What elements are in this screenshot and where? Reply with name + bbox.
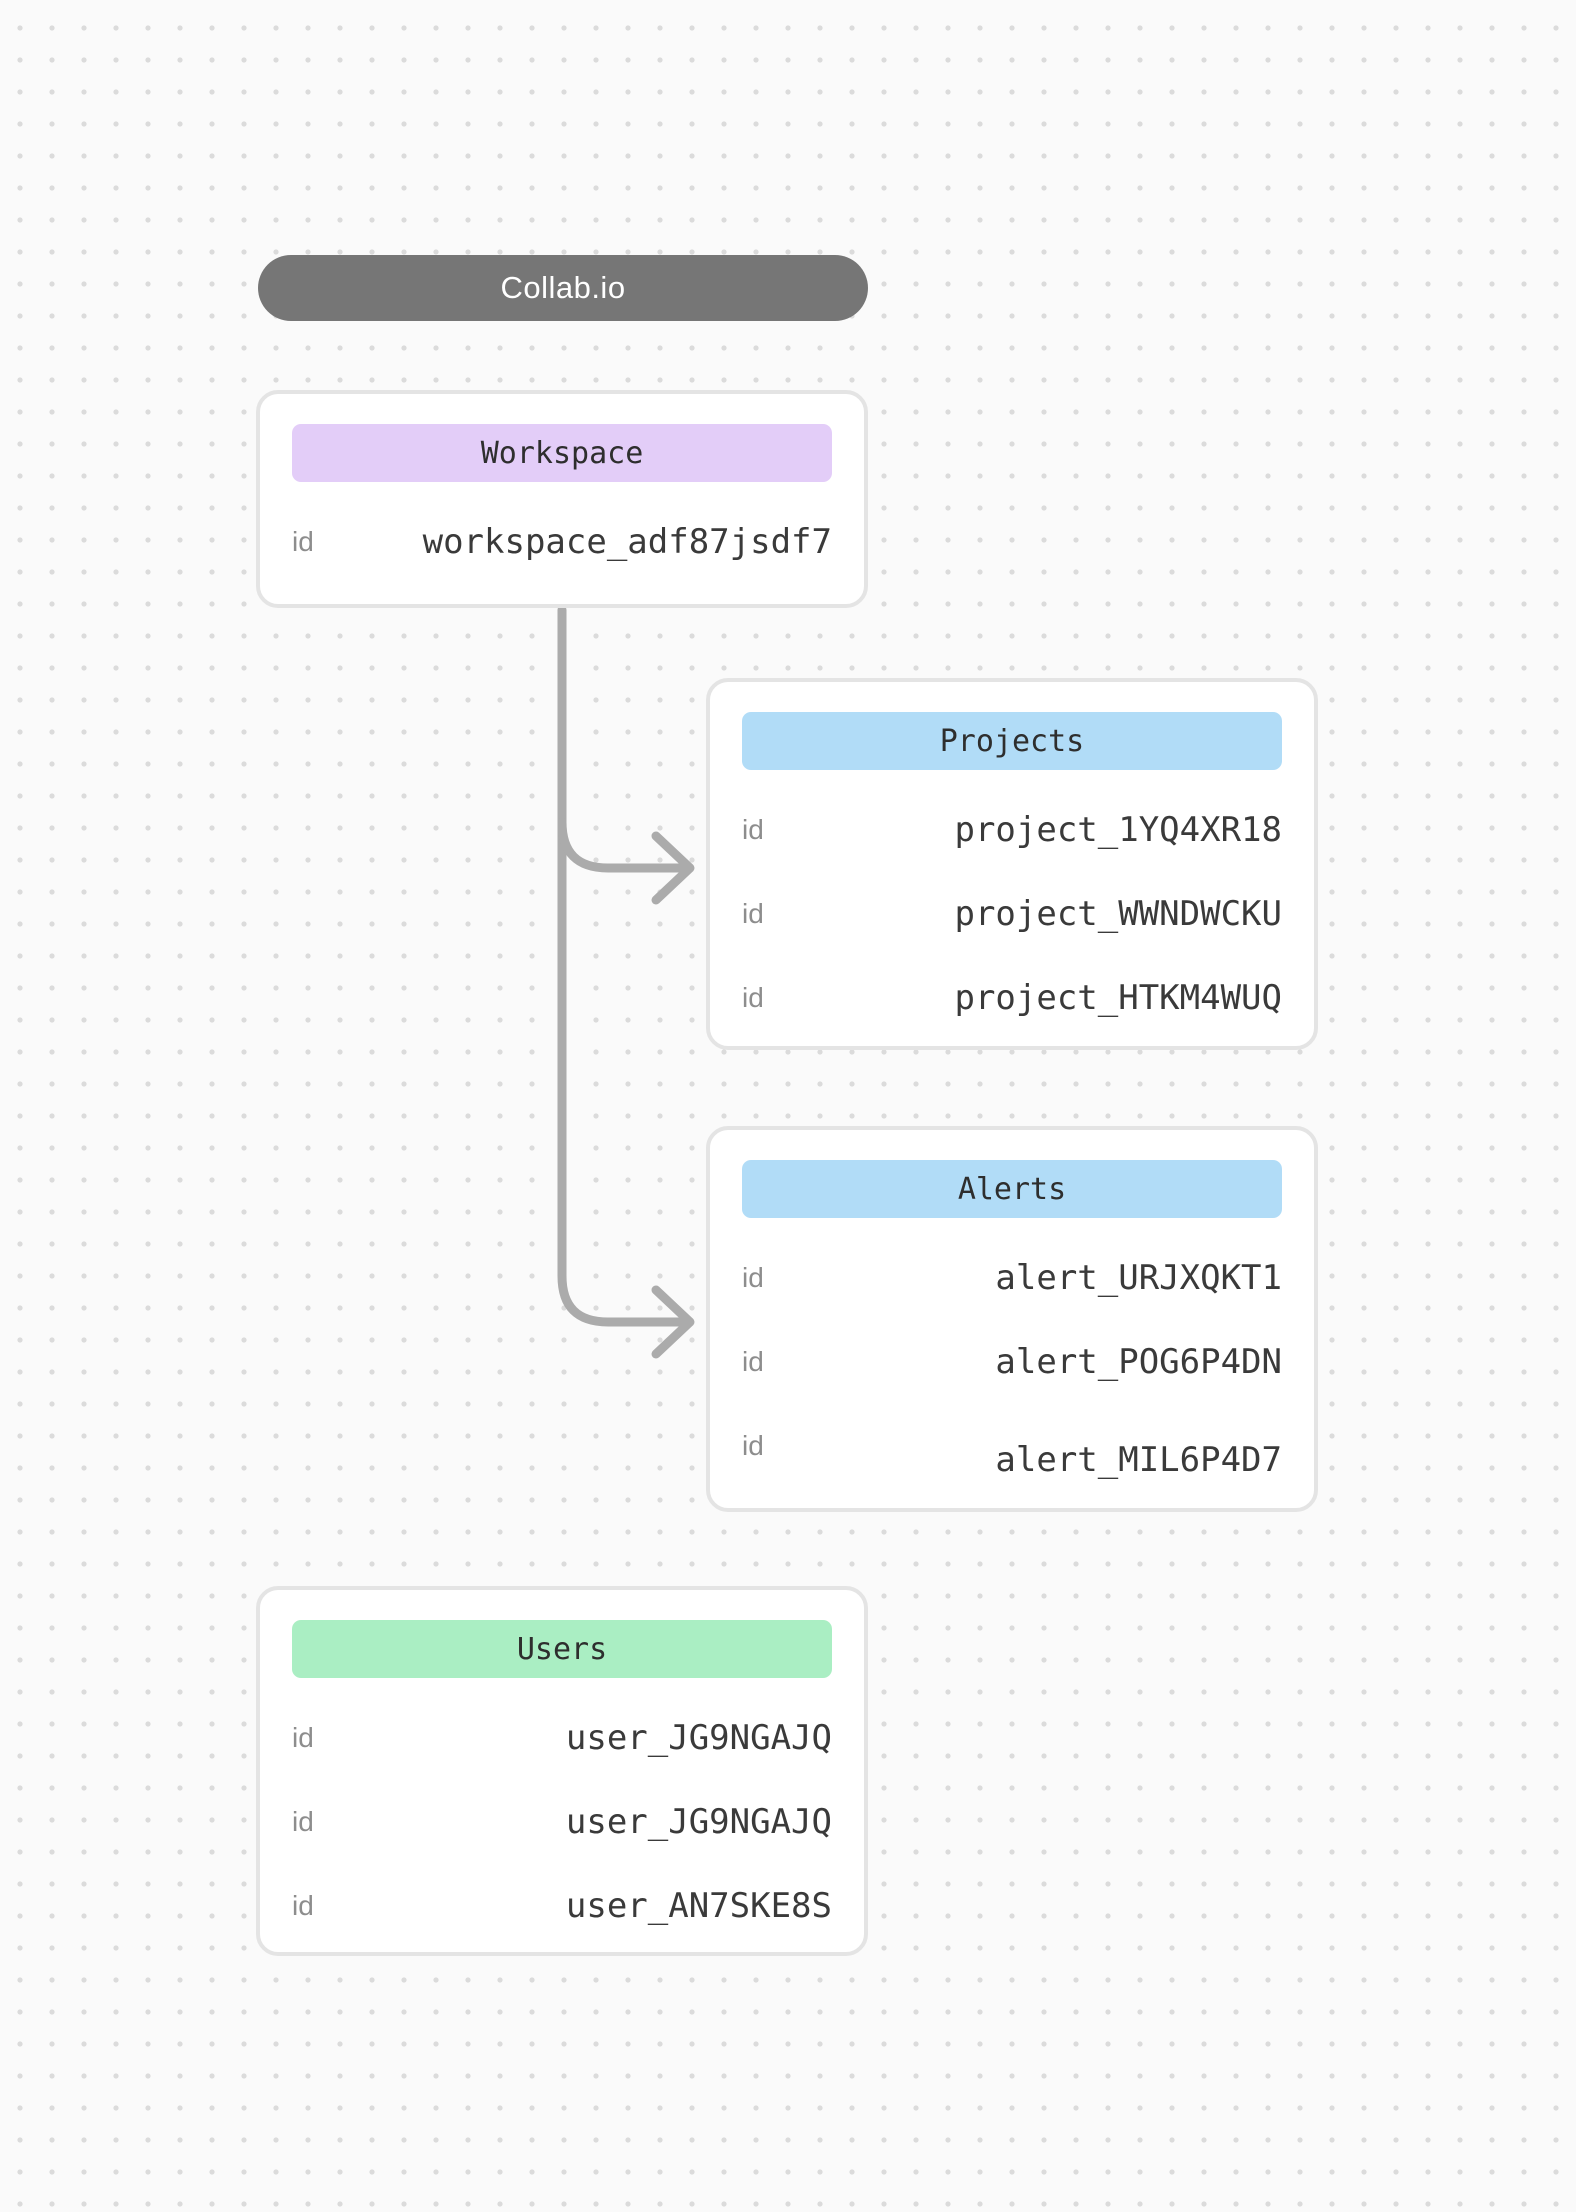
field-key: id [292, 526, 314, 557]
field-value: project_1YQ4XR18 [954, 810, 1282, 850]
field-rows: id project_1YQ4XR18 id project_WWNDWCKU … [742, 788, 1282, 1040]
field-row: id alert_URJXQKT1 [742, 1236, 1282, 1320]
field-value: user_AN7SKE8S [565, 1886, 832, 1926]
field-row: id user_AN7SKE8S [292, 1864, 832, 1948]
field-value: workspace_adf87jsdf7 [422, 522, 832, 562]
field-value: project_WWNDWCKU [954, 894, 1282, 934]
field-rows: id workspace_adf87jsdf7 [292, 500, 832, 584]
arrowhead-alerts-icon [651, 1285, 695, 1359]
entity-card-alerts[interactable]: Alerts id alert_URJXQKT1 id alert_POG6P4… [706, 1126, 1318, 1512]
entity-card-workspace[interactable]: Workspace id workspace_adf87jsdf7 [256, 390, 868, 608]
entity-card-projects[interactable]: Projects id project_1YQ4XR18 id project_… [706, 678, 1318, 1050]
field-key: id [742, 1430, 764, 1461]
field-key: id [742, 898, 764, 929]
field-value: alert_POG6P4DN [995, 1342, 1282, 1382]
field-value: project_HTKM4WUQ [954, 978, 1282, 1018]
connector-workspace-to-projects [557, 817, 687, 873]
field-row: id workspace_adf87jsdf7 [292, 500, 832, 584]
field-row: id project_HTKM4WUQ [742, 956, 1282, 1040]
entity-card-projects-header: Projects [742, 712, 1282, 770]
arrowhead-projects-icon [651, 831, 695, 905]
field-key: id [742, 1346, 764, 1377]
app-title-pill[interactable]: Collab.io [258, 255, 868, 321]
field-key: id [742, 982, 764, 1013]
connector-workspace-to-alerts [557, 605, 687, 1327]
field-rows: id user_JG9NGAJQ id user_JG9NGAJQ id use… [292, 1696, 832, 1948]
field-value: alert_URJXQKT1 [995, 1258, 1282, 1298]
field-row: id user_JG9NGAJQ [292, 1780, 832, 1864]
field-key: id [292, 1722, 314, 1753]
entity-card-users[interactable]: Users id user_JG9NGAJQ id user_JG9NGAJQ … [256, 1586, 868, 1956]
field-row: id project_WWNDWCKU [742, 872, 1282, 956]
field-key: id [742, 1262, 764, 1293]
field-value: alert_MIL6P4D7 [995, 1440, 1282, 1480]
field-rows: id alert_URJXQKT1 id alert_POG6P4DN id a… [742, 1236, 1282, 1488]
field-row: id alert_POG6P4DN [742, 1320, 1282, 1404]
field-row: id alert_MIL6P4D7 [742, 1404, 1282, 1488]
field-key: id [292, 1806, 314, 1837]
field-key: id [292, 1890, 314, 1921]
field-value: user_JG9NGAJQ [565, 1718, 832, 1758]
entity-card-workspace-header: Workspace [292, 424, 832, 482]
entity-card-alerts-header: Alerts [742, 1160, 1282, 1218]
field-row: id user_JG9NGAJQ [292, 1696, 832, 1780]
app-title: Collab.io [500, 270, 626, 305]
entity-card-users-header: Users [292, 1620, 832, 1678]
field-row: id project_1YQ4XR18 [742, 788, 1282, 872]
field-key: id [742, 814, 764, 845]
field-value: user_JG9NGAJQ [565, 1802, 832, 1842]
